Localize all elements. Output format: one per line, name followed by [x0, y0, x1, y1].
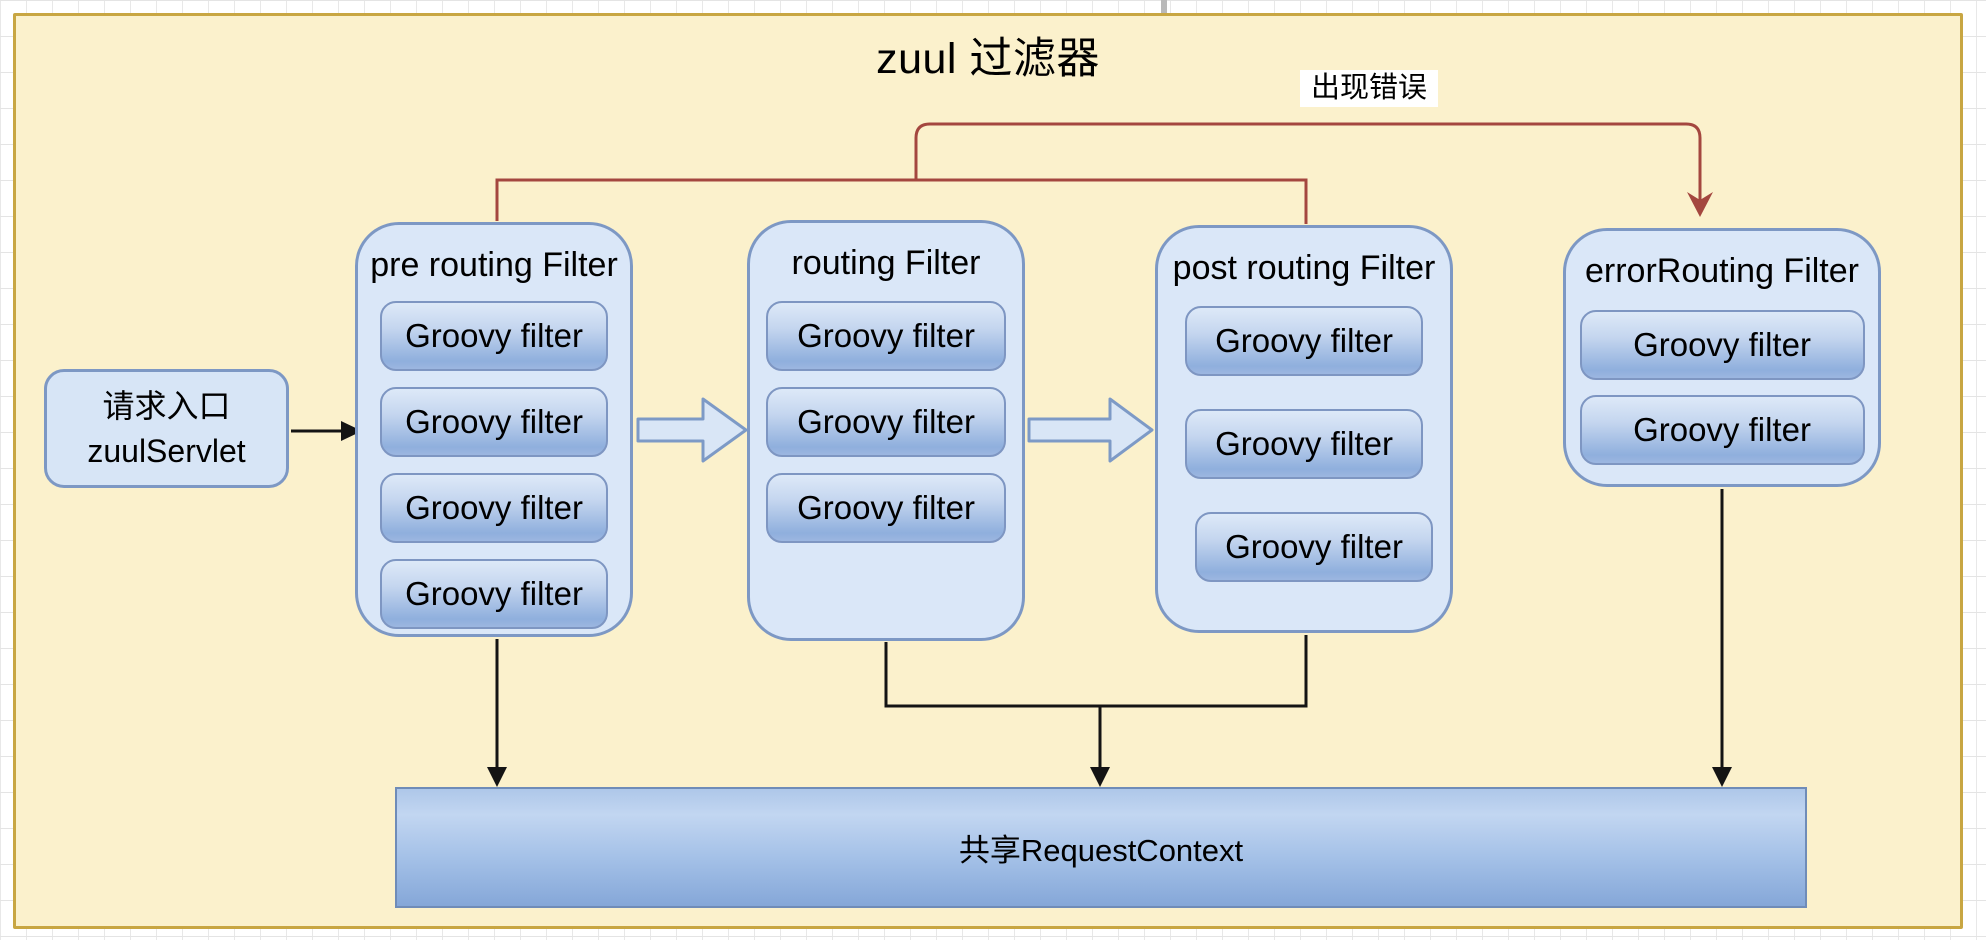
groovy-filter-box: Groovy filter	[766, 473, 1006, 543]
pre-routing-filter-title: pre routing Filter	[370, 246, 618, 284]
groovy-filter-label: Groovy filter	[405, 403, 583, 440]
groovy-filter-box: Groovy filter	[1185, 409, 1423, 479]
request-entry-line1: 请求入口	[102, 387, 231, 424]
groovy-filter-box: Groovy filter	[1185, 306, 1423, 376]
groovy-filter-box: Groovy filter	[380, 473, 608, 543]
shared-request-context-label: 共享RequestContext	[958, 833, 1244, 868]
error-routing-filter-title: errorRouting Filter	[1585, 252, 1859, 290]
groovy-filter-box: Groovy filter	[766, 301, 1006, 371]
groovy-filter-box: Groovy filter	[380, 301, 608, 371]
groovy-filter-label: Groovy filter	[405, 489, 583, 526]
post-routing-filter-title: post routing Filter	[1172, 249, 1436, 287]
request-entry-box: 请求入口 zuulServlet	[44, 369, 289, 488]
groovy-filter-label: Groovy filter	[797, 403, 975, 440]
groovy-filter-box: Groovy filter	[380, 559, 608, 629]
groovy-filter-label: Groovy filter	[405, 317, 583, 354]
groovy-filter-label: Groovy filter	[797, 489, 975, 526]
groovy-filter-box: Groovy filter	[1579, 310, 1865, 380]
error-occurs-label: 出现错误	[1300, 70, 1439, 107]
groovy-filter-label: Groovy filter	[1215, 322, 1393, 359]
groovy-filter-box: Groovy filter	[380, 387, 608, 457]
groovy-filter-label: Groovy filter	[1225, 528, 1403, 565]
groovy-filter-label: Groovy filter	[797, 317, 975, 354]
groovy-filter-label: Groovy filter	[1633, 411, 1811, 448]
groovy-filter-label: Groovy filter	[1633, 326, 1811, 363]
groovy-filter-box: Groovy filter	[766, 387, 1006, 457]
diagram-title: zuul 过滤器	[876, 35, 1100, 83]
sheet-scroll-tick	[1161, 0, 1167, 13]
groovy-filter-box: Groovy filter	[1579, 395, 1865, 465]
shared-request-context-bar: 共享RequestContext	[395, 787, 1807, 908]
routing-filter-title: routing Filter	[791, 244, 981, 282]
groovy-filter-label: Groovy filter	[405, 575, 583, 612]
groovy-filter-box: Groovy filter	[1195, 512, 1433, 582]
groovy-filter-label: Groovy filter	[1215, 425, 1393, 462]
request-entry-line2: zuulServlet	[87, 432, 246, 469]
